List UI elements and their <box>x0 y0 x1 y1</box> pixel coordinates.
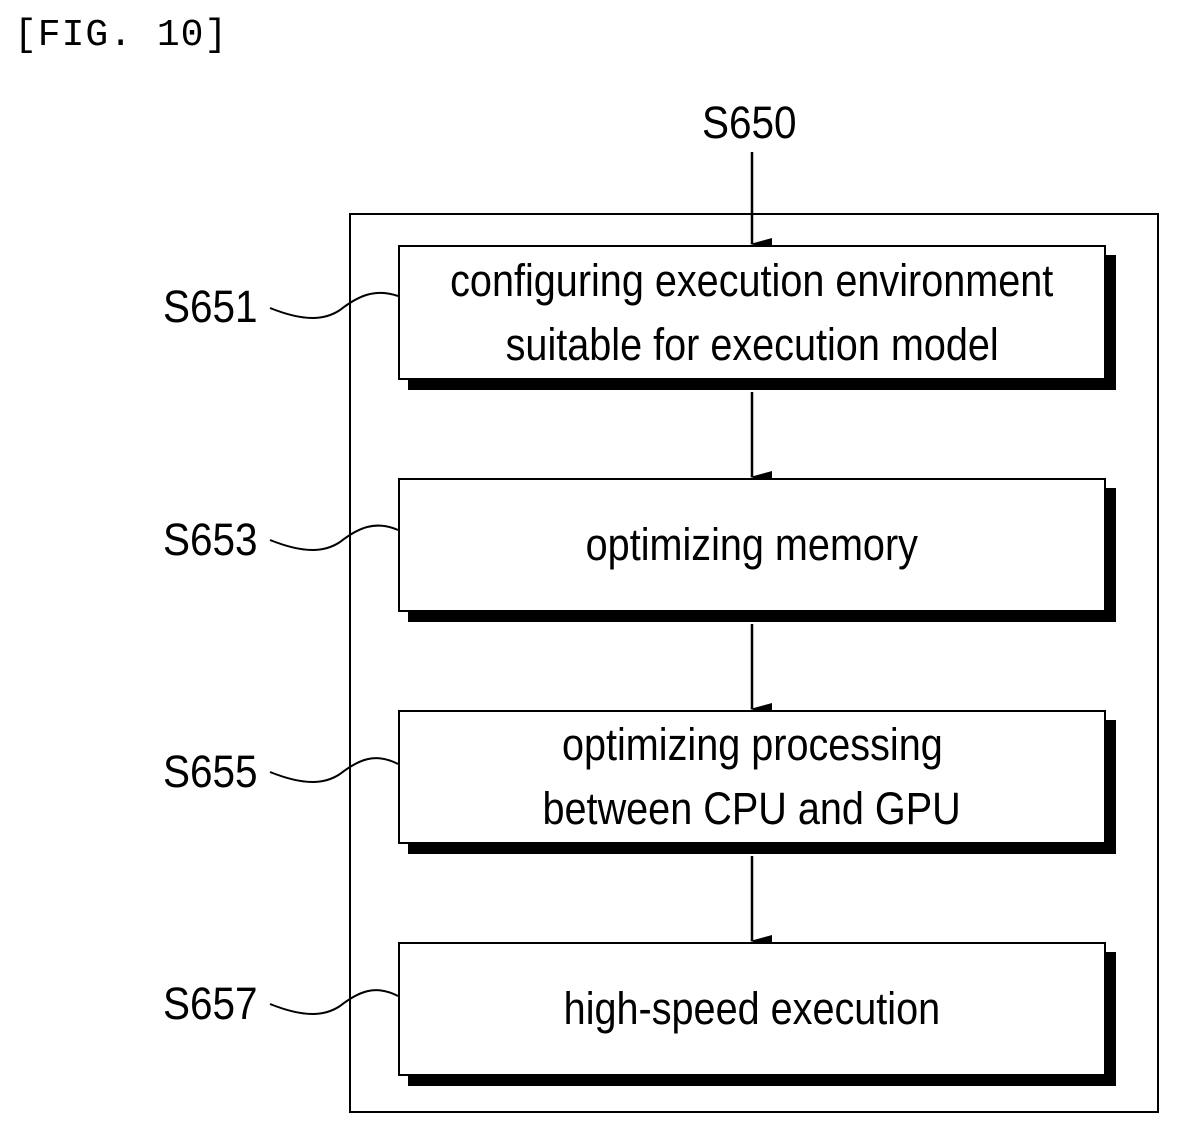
entry-step-label: S650 <box>702 98 797 148</box>
step-ref-s653: S653 <box>163 515 258 565</box>
step-text-line: between CPU and GPU <box>543 777 961 841</box>
step-box-s655: optimizing processing between CPU and GP… <box>398 710 1106 844</box>
step-ref-s657: S657 <box>163 979 258 1029</box>
step-text-line: optimizing processing <box>562 713 943 777</box>
step-box-s653: optimizing memory <box>398 478 1106 612</box>
step-box-s651: configuring execution environment suitab… <box>398 245 1106 380</box>
step-ref-s651: S651 <box>163 282 258 332</box>
step-text-line: suitable for execution model <box>505 313 998 377</box>
step-text-line: configuring execution environment <box>450 249 1053 313</box>
step-text-line: optimizing memory <box>586 513 918 577</box>
step-text-line: high-speed execution <box>564 977 940 1041</box>
step-ref-s655: S655 <box>163 747 258 797</box>
step-box-s657: high-speed execution <box>398 942 1106 1076</box>
